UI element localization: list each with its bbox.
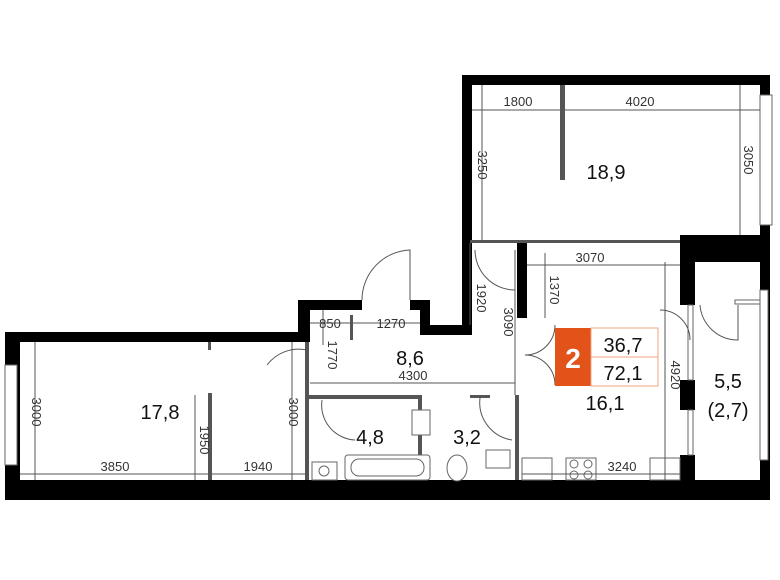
dim-3240: 3240	[608, 459, 637, 474]
dim-4300: 4300	[399, 368, 428, 383]
dimension-labels: 1800 4020 3250 3050 3070 1370 1920 3090 …	[29, 94, 756, 474]
area-balcony-reduced: (2,7)	[707, 400, 748, 422]
dim-4020: 4020	[626, 94, 655, 109]
dim-4920: 4920	[668, 361, 683, 390]
dim-3850: 3850	[101, 459, 130, 474]
dim-1950: 1950	[197, 426, 212, 455]
living-area: 36,7	[604, 335, 643, 357]
dim-3000-left: 3000	[29, 398, 44, 427]
area-bedroom-left: 17,8	[141, 402, 180, 424]
area-hall: 8,6	[396, 348, 424, 370]
kitchen-sink	[521, 457, 553, 481]
area-kitchen-living: 16,1	[586, 393, 625, 415]
dim-1940: 1940	[244, 459, 273, 474]
dim-1770: 1770	[325, 341, 340, 370]
dim-3000-right: 3000	[286, 398, 301, 427]
toilet-sink	[485, 449, 511, 469]
dim-1270: 1270	[377, 316, 406, 331]
area-bathroom: 4,8	[356, 427, 384, 449]
dim-850: 850	[319, 316, 341, 331]
area-balcony: 5,5	[714, 371, 742, 393]
rooms-count: 2	[565, 343, 581, 374]
partitions	[208, 85, 680, 480]
dim-3050: 3050	[741, 146, 756, 175]
dim-1370: 1370	[547, 276, 562, 305]
dim-3090: 3090	[501, 308, 516, 337]
total-area: 72,1	[604, 363, 643, 385]
doors	[266, 249, 739, 441]
dim-3070: 3070	[576, 250, 605, 265]
apartment-badge: 2 36,7 72,1	[555, 327, 659, 387]
outer-walls	[5, 75, 770, 500]
area-bedroom-large: 18,9	[587, 162, 626, 184]
dim-3250: 3250	[475, 151, 490, 180]
dimension-lines	[20, 85, 760, 480]
toilet	[446, 454, 468, 482]
area-toilet: 3,2	[453, 427, 481, 449]
room-areas: 18,9 17,8 8,6 4,8 3,2 16,1 5,5 (2,7)	[141, 162, 749, 449]
sink	[411, 409, 431, 436]
dim-1800: 1800	[504, 94, 533, 109]
windows	[4, 94, 773, 466]
dim-1920: 1920	[474, 284, 489, 313]
